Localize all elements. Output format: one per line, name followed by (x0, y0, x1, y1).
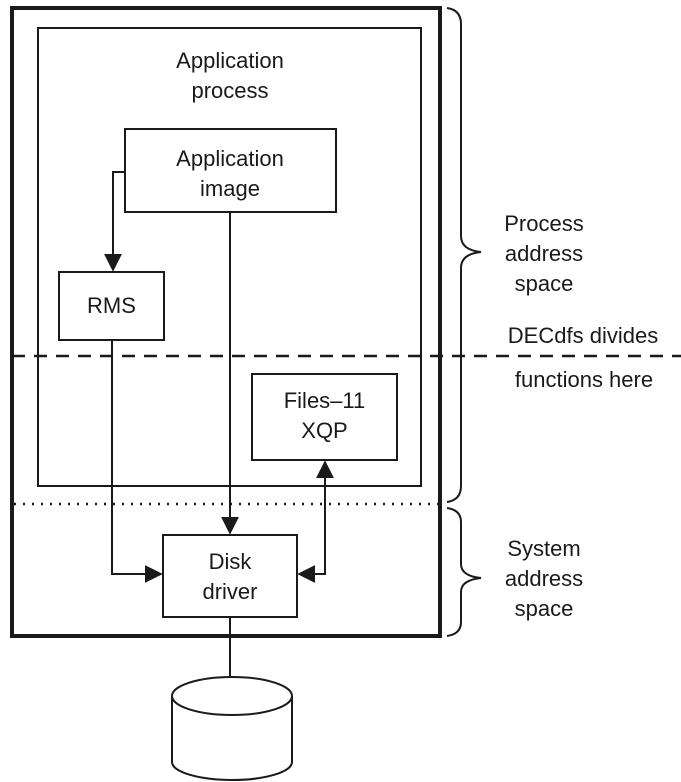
system-frame (10, 6, 442, 638)
disk-icon (171, 676, 293, 781)
image-to-rms-arrow (104, 171, 125, 272)
disk-driver-line1: Disk (208, 549, 252, 574)
process-address-space-brace (446, 7, 482, 503)
application-process-line2: process (191, 78, 269, 103)
system-address-space-brace (446, 507, 482, 637)
divide-note-line1: DECdfs divides (507, 323, 659, 348)
application-image-line1: Application (176, 146, 284, 171)
system-address-space-line1: System (507, 536, 581, 561)
application-image-box (124, 128, 337, 213)
rms-label: RMS (59, 291, 164, 321)
system-address-space-line3: space (514, 596, 574, 621)
process-address-space-line3: space (514, 271, 574, 296)
disk-driver-line2: driver (202, 579, 258, 604)
files11-xqp-box (251, 373, 398, 461)
files11-line1: Files–11 (283, 388, 366, 413)
system-address-space-line2: address (504, 566, 584, 591)
process-address-space-line2: address (504, 241, 584, 266)
process-address-space-line1: Process (504, 211, 584, 236)
disk-driver-box (162, 534, 298, 618)
disk-driver-label: Disk driver (163, 547, 297, 607)
system-address-space-label: System address space (484, 534, 604, 624)
application-process-line1: Application (176, 48, 284, 73)
process-address-space-label: Process address space (484, 209, 604, 299)
divide-note-line2: functions here (514, 367, 654, 392)
application-image-line2: image (200, 176, 260, 201)
files11-line2: XQP (301, 418, 348, 443)
rms-to-disk-arrow (111, 340, 163, 583)
divide-note-top: DECdfs divides (488, 321, 678, 351)
application-image-label: Application image (150, 144, 310, 204)
xqp-disk-bidirectional-arrow (297, 460, 334, 583)
application-process-label: Application process (150, 46, 310, 106)
rms-text: RMS (87, 293, 136, 318)
files11-xqp-label: Files–11 XQP (252, 386, 397, 446)
divide-note-bottom: functions here (492, 365, 676, 395)
